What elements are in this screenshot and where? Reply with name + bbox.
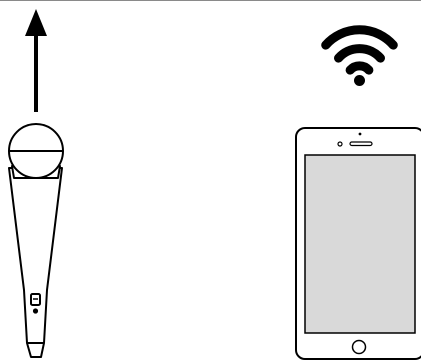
smartphone-sensor — [359, 133, 362, 136]
arrow-head — [25, 9, 47, 36]
wifi-arc-inner — [350, 66, 369, 70]
smartphone-screen — [305, 155, 415, 333]
smartphone-icon — [296, 128, 421, 359]
wifi-arc-middle — [339, 49, 381, 58]
microphone-icon — [9, 124, 63, 357]
wifi-arc-outer — [326, 30, 394, 45]
microphone-handle — [9, 168, 62, 357]
smartphone-home-button — [353, 341, 366, 354]
arrow-up-icon — [25, 9, 47, 112]
smartphone-speaker — [350, 142, 372, 146]
wifi-icon — [326, 30, 394, 86]
wifi-dot — [354, 75, 365, 86]
microphone-indicator — [33, 308, 38, 313]
smartphone-camera — [338, 142, 342, 146]
